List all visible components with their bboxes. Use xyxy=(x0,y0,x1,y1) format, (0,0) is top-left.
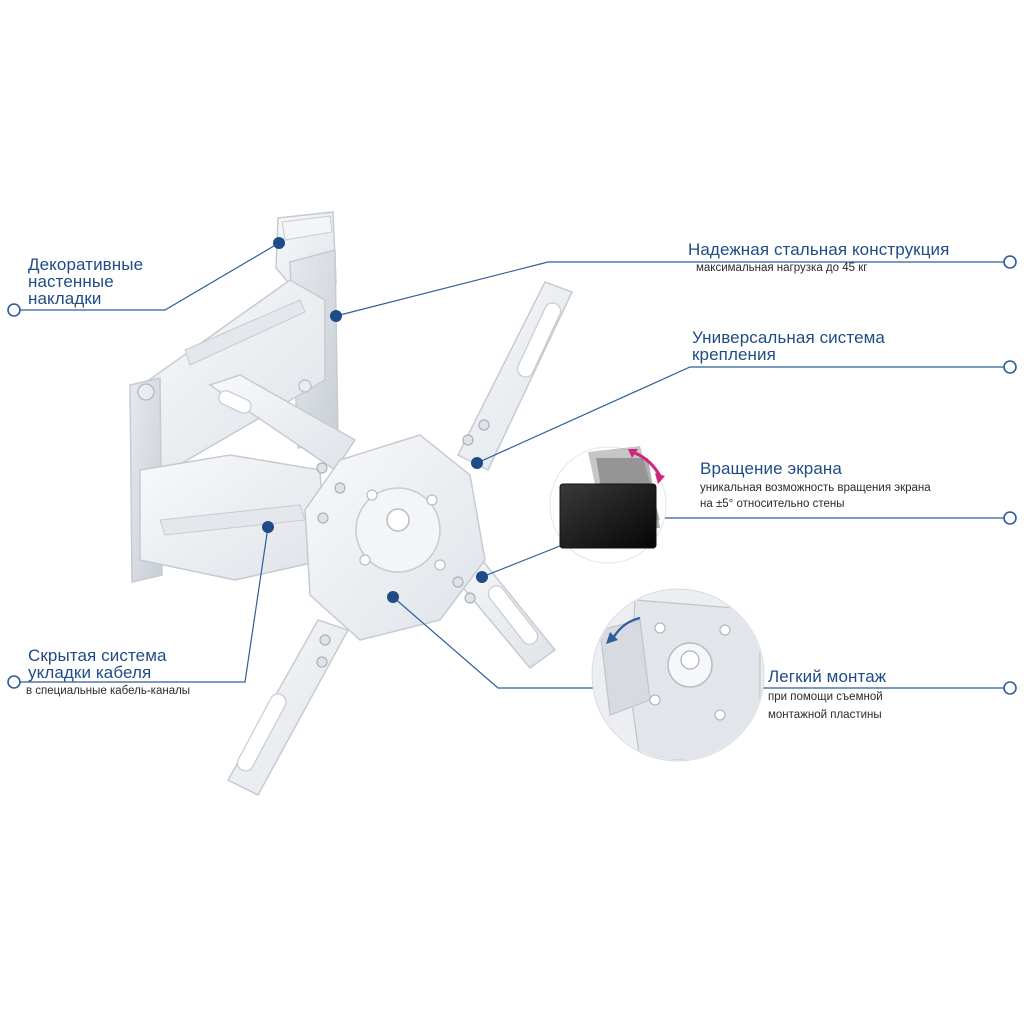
callout-cable-subtitle: в специальные кабель-каналы xyxy=(26,685,191,697)
anchor-dot-cable xyxy=(262,521,274,533)
endpoint-mounting xyxy=(1003,681,1017,695)
endpoint-steel xyxy=(1003,255,1017,269)
callout-decorative: Декоративные настенные накладки xyxy=(28,256,143,307)
endpoint-rotation xyxy=(1003,511,1017,525)
leader-universal xyxy=(476,366,1010,464)
callout-rotation-subtitle: уникальная возможность вращения экрана н… xyxy=(700,482,931,510)
callout-cable: Скрытая система укладки кабеля в специал… xyxy=(26,646,191,699)
callout-rotation-title: Вращение экрана xyxy=(700,459,842,478)
mounting-inset xyxy=(591,588,765,762)
callout-mounting-title: Легкий монтаж xyxy=(768,667,887,686)
leader-decorative xyxy=(14,242,280,311)
leader-rotation xyxy=(481,545,561,578)
leader-lines xyxy=(14,242,1010,689)
endpoint-decorative xyxy=(7,303,21,317)
callout-mounting: Легкий монтаж при помощи съемной монтажн… xyxy=(768,668,886,724)
tv-screen-image xyxy=(559,483,657,549)
callout-rotation: Вращение экрана уникальная возможность в… xyxy=(700,460,931,512)
anchor-dot-mounting xyxy=(387,591,399,603)
callout-mounting-subtitle: при помощи съемной монтажной пластины xyxy=(768,691,883,721)
endpoint-cable xyxy=(7,675,21,689)
anchor-dot-steel xyxy=(330,310,342,322)
callout-universal-title: Универсальная система крепления xyxy=(692,328,885,364)
anchor-dot-universal xyxy=(471,457,483,469)
endpoint-universal xyxy=(1003,360,1017,374)
callout-universal: Универсальная система крепления xyxy=(692,329,885,363)
callout-decorative-title: Декоративные настенные накладки xyxy=(28,255,144,308)
leader-cable xyxy=(14,526,269,683)
callout-steel: Надежная стальная конструкция максимальн… xyxy=(688,241,949,276)
anchor-dot-rotation xyxy=(476,571,488,583)
leader-mounting xyxy=(392,596,1010,689)
wall-bracket xyxy=(129,211,357,583)
callout-steel-subtitle: максимальная нагрузка до 45 кг xyxy=(696,262,868,274)
anchor-dot-decorative xyxy=(273,237,285,249)
rotation-inset xyxy=(549,446,667,564)
leader-steel xyxy=(335,261,1010,317)
vesa-plate xyxy=(226,281,574,796)
callout-cable-title: Скрытая система укладки кабеля xyxy=(28,646,167,682)
callout-steel-title: Надежная стальная конструкция xyxy=(688,240,950,259)
